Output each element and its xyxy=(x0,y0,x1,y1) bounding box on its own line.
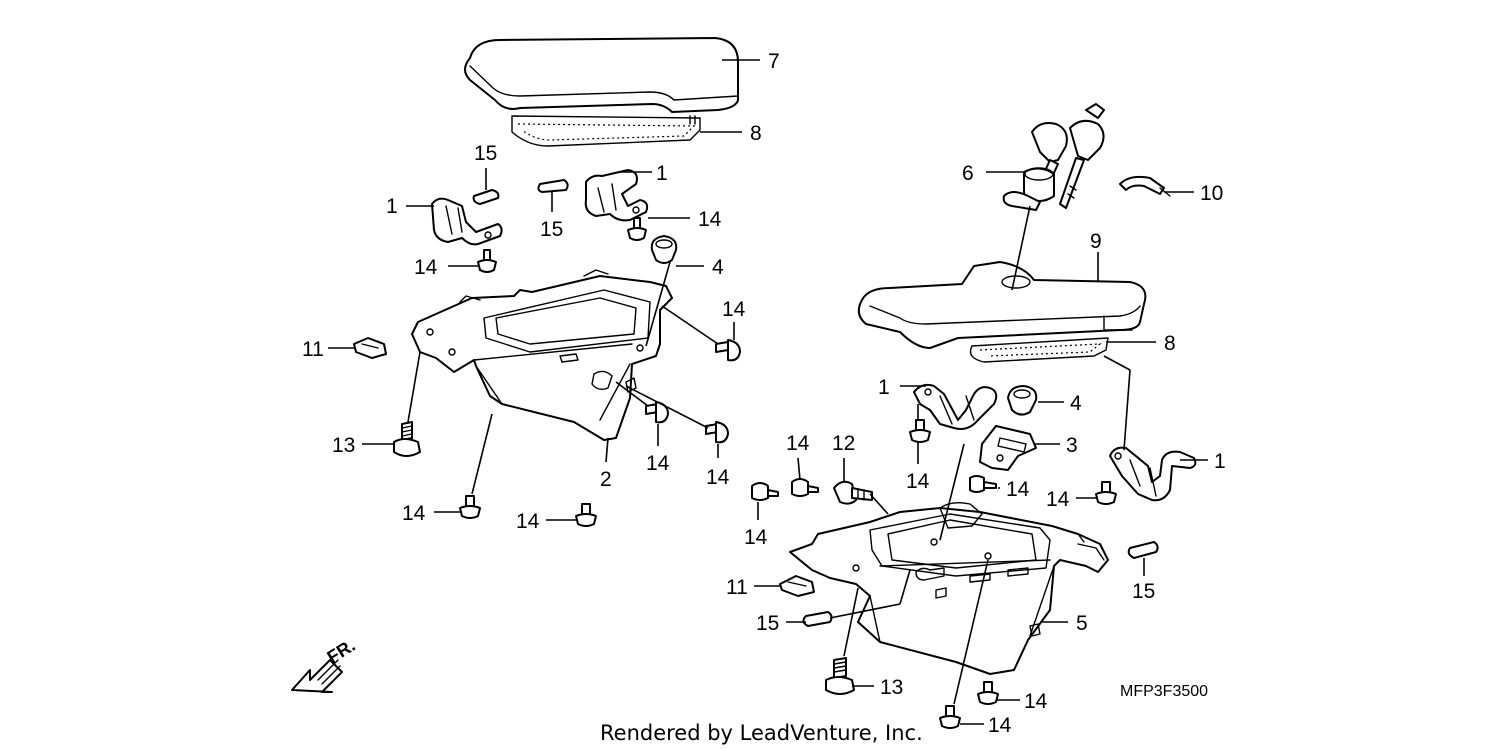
part-15-pin-b[interactable] xyxy=(537,179,569,193)
callout-11[interactable]: 11 xyxy=(302,338,324,361)
part-14-screw-f[interactable] xyxy=(459,495,481,519)
part-2-compartment-left[interactable] xyxy=(411,269,673,441)
callout-14[interactable]: 14 xyxy=(906,470,930,493)
credit-line: Rendered by LeadVenture, Inc. xyxy=(600,721,923,745)
callout-8[interactable]: 8 xyxy=(750,122,762,145)
callout-2[interactable]: 2 xyxy=(600,468,612,491)
callout-14[interactable]: 14 xyxy=(414,256,438,279)
callout-1[interactable]: 1 xyxy=(878,376,890,399)
callout-12[interactable]: 12 xyxy=(832,432,855,455)
part-8-seal-left[interactable] xyxy=(511,115,701,147)
part-1-hinge-c[interactable] xyxy=(913,383,998,430)
part-4-grommet-a[interactable] xyxy=(650,235,678,264)
part-1-hinge-a[interactable] xyxy=(431,197,503,246)
callout-5[interactable]: 5 xyxy=(1076,612,1088,635)
part-4-grommet-b[interactable] xyxy=(1007,385,1038,416)
callout-1[interactable]: 1 xyxy=(386,195,398,218)
callout-13[interactable]: 13 xyxy=(332,434,355,457)
part-1-hinge-b[interactable] xyxy=(584,169,649,222)
callout-14[interactable]: 14 xyxy=(698,208,722,231)
part-14-screw-j[interactable] xyxy=(791,478,819,497)
part-11-clip-nut-b[interactable] xyxy=(779,575,815,597)
part-14-screw-m[interactable] xyxy=(977,681,999,705)
part-15-pin-c[interactable] xyxy=(802,611,833,627)
part-14-screw-a[interactable] xyxy=(627,217,647,241)
part-14-screw-e[interactable] xyxy=(705,421,729,444)
part-14-screw-l[interactable] xyxy=(1095,481,1117,505)
callout-15[interactable]: 15 xyxy=(474,142,497,165)
callout-9[interactable]: 9 xyxy=(1090,230,1102,253)
callout-13[interactable]: 13 xyxy=(880,676,903,699)
part-14-screw-k[interactable] xyxy=(751,482,779,501)
callout-15[interactable]: 15 xyxy=(1132,580,1155,603)
callout-1[interactable]: 1 xyxy=(1214,450,1226,473)
callout-14[interactable]: 14 xyxy=(1024,690,1048,713)
callout-14[interactable]: 14 xyxy=(402,502,426,525)
callout-leaders xyxy=(328,59,1208,725)
part-13-bolt-b[interactable] xyxy=(825,657,855,695)
callout-15[interactable]: 15 xyxy=(540,218,563,241)
callout-14[interactable]: 14 xyxy=(786,432,810,455)
callout-14[interactable]: 14 xyxy=(744,526,768,549)
callout-15[interactable]: 15 xyxy=(756,612,779,635)
part-7-lid[interactable] xyxy=(464,37,739,113)
callout-1[interactable]: 1 xyxy=(656,162,668,185)
part-6-key-cylinder[interactable] xyxy=(1002,103,1105,211)
part-14-screw-i[interactable] xyxy=(969,475,997,493)
front-direction-arrow: FR. xyxy=(291,635,359,693)
callout-14[interactable]: 14 xyxy=(646,452,670,475)
part-8-seal-right[interactable] xyxy=(969,337,1109,363)
part-15-pin-d[interactable] xyxy=(1127,541,1159,559)
callout-14[interactable]: 14 xyxy=(722,298,746,321)
part-11-clip-nut-a[interactable] xyxy=(353,337,387,359)
callout-11[interactable]: 11 xyxy=(726,576,748,599)
callout-3[interactable]: 3 xyxy=(1066,434,1078,457)
callout-14[interactable]: 14 xyxy=(988,714,1012,737)
part-12-bolt[interactable] xyxy=(833,480,873,505)
callout-labels: 7 8 15 1 1 15 14 14 4 14 11 13 14 14 2 1… xyxy=(302,50,1226,737)
part-5-compartment-right[interactable] xyxy=(789,501,1109,675)
part-14-screw-h[interactable] xyxy=(909,419,931,443)
part-14-screw-g[interactable] xyxy=(575,503,597,527)
callout-14[interactable]: 14 xyxy=(516,510,540,533)
callout-10[interactable]: 10 xyxy=(1200,182,1223,205)
callout-6[interactable]: 6 xyxy=(962,162,974,185)
diagram-code: MFP3F3500 xyxy=(1120,683,1208,700)
part-14-screw-b[interactable] xyxy=(477,249,497,273)
part-9-lid-right[interactable] xyxy=(857,261,1147,349)
part-13-bolt-a[interactable] xyxy=(393,421,421,457)
callout-7[interactable]: 7 xyxy=(768,50,780,73)
part-3-bracket[interactable] xyxy=(979,425,1037,471)
callout-14[interactable]: 14 xyxy=(1046,488,1070,511)
part-10-spring-clip[interactable] xyxy=(1119,175,1171,197)
part-15-pin-a[interactable] xyxy=(472,189,500,205)
callout-14[interactable]: 14 xyxy=(1006,478,1030,501)
part-14-screw-c[interactable] xyxy=(715,339,741,362)
part-1-hinge-d[interactable] xyxy=(1109,446,1197,502)
callout-14[interactable]: 14 xyxy=(706,466,730,489)
part-14-screw-n[interactable] xyxy=(939,705,961,729)
callout-4[interactable]: 4 xyxy=(1070,392,1082,415)
callout-8[interactable]: 8 xyxy=(1164,332,1176,355)
explode-lines xyxy=(407,205,1131,705)
callout-4[interactable]: 4 xyxy=(712,256,724,279)
